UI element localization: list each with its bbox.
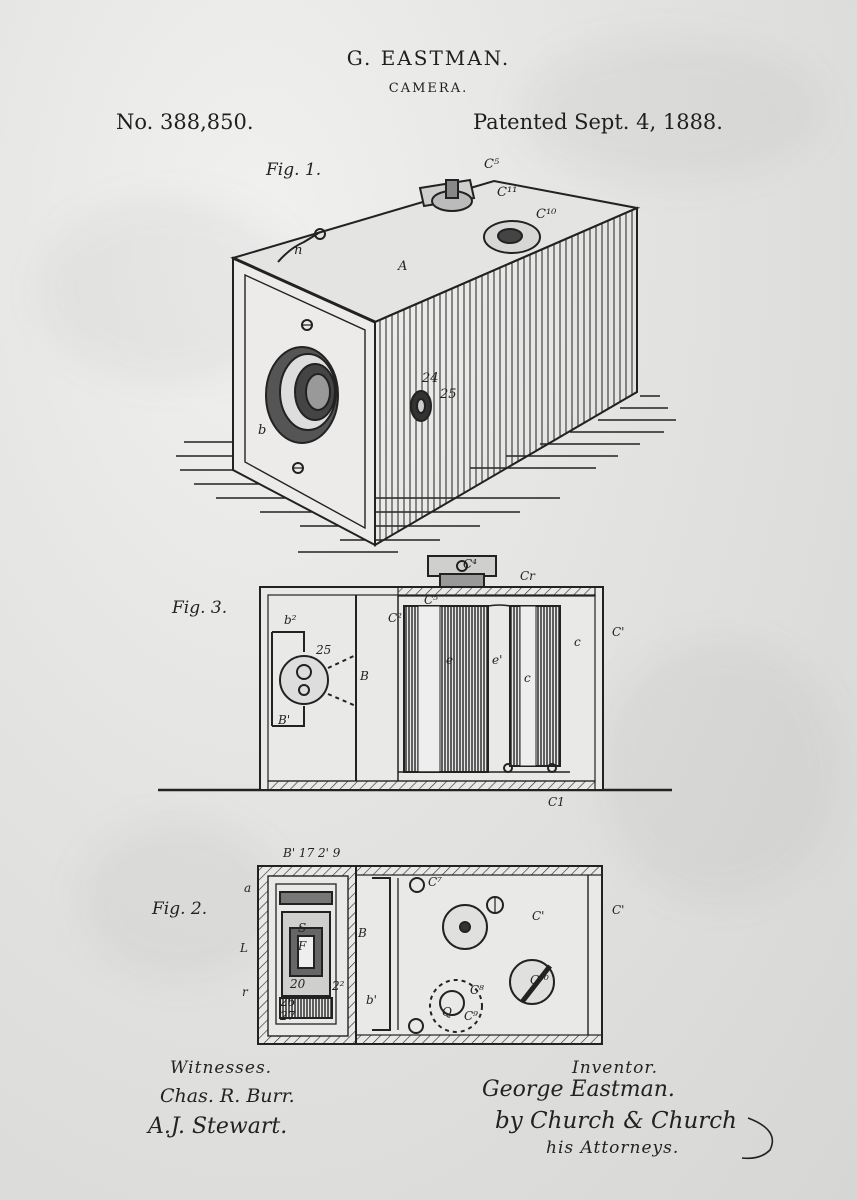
signature-flourish <box>741 1117 774 1160</box>
fig2-callout: b' <box>366 993 377 1007</box>
fig1-callout: C¹¹ <box>497 185 517 200</box>
fig2-callout: r <box>242 985 249 999</box>
fig1-callout: A <box>397 259 407 274</box>
fig3-callout: Cr <box>520 569 536 583</box>
fig2-callouts: B' 17 2' 9 a S L F B 20 r 2² 26 27 b' C⁷… <box>239 846 624 1023</box>
fig2-callout: 20 <box>289 977 306 991</box>
fig2-section-drawing <box>257 865 603 1045</box>
fig2-callout: B' 17 2' 9 <box>282 846 341 860</box>
fig2-callout: C⁸ <box>470 983 484 997</box>
paper-stain <box>520 40 820 180</box>
patent-date: Patented Sept. 4, 1888. <box>473 110 723 134</box>
attorneys-label: his Attorneys. <box>546 1138 680 1158</box>
fig3-callout: c <box>524 671 531 685</box>
fig2-callout: 27 <box>279 1009 296 1023</box>
fig3-callout: B' <box>277 713 290 727</box>
fig3-callout: 25 <box>315 643 331 657</box>
fig1-callouts: C⁵ C¹¹ C¹⁰ n A b 24 25 <box>258 157 557 438</box>
fig1-callout: 25 <box>439 387 457 402</box>
fig2-callout: S <box>298 921 306 935</box>
invention-title: CAMERA. <box>388 81 469 96</box>
witness-signature-1: Chas. R. Burr. <box>160 1085 295 1107</box>
fig1-callout: b <box>258 423 266 438</box>
inventor-name: G. EASTMAN. <box>346 46 511 70</box>
fig3-callout: C² <box>388 611 402 625</box>
patent-number: No. 388,850. <box>116 110 254 134</box>
paper-stain <box>80 820 280 980</box>
paper-stain <box>600 640 840 900</box>
fig3-callout: C1 <box>548 795 565 809</box>
inventor-signature: George Eastman. <box>482 1077 675 1102</box>
fig3-callout: b² <box>284 613 297 627</box>
fig2-callout: B <box>357 926 367 940</box>
fig1-callout: C⁵ <box>484 157 500 172</box>
fig1-callout: 24 <box>421 371 439 386</box>
fig1-callout: C¹⁰ <box>536 207 557 222</box>
fig3-callout: e' <box>492 653 502 667</box>
fig2-callout: C⁷ <box>428 875 442 889</box>
fig2-callout: C' <box>532 909 544 923</box>
fig3-callout: C⁵ <box>424 593 438 607</box>
fig3-callout: e <box>446 653 453 667</box>
fig3-callouts: C⁴ Cr C⁵ C² b² 25 B B' e e' c c C' C1 <box>277 557 624 809</box>
fig2-callout: C¹⁰ <box>530 973 549 987</box>
fig3-callout: C⁴ <box>463 557 477 571</box>
fig1-callout: n <box>294 243 302 258</box>
attorney-signature: by Church & Church <box>495 1108 737 1134</box>
fig2-callout: C⁹ <box>464 1009 478 1023</box>
fig3-section-drawing <box>158 555 672 792</box>
fig2-callout: Q <box>442 1005 452 1019</box>
fig3-label: Fig. 3. <box>172 598 228 618</box>
fig2-callout: C' <box>612 903 624 917</box>
fig2-callout: 26 <box>279 995 296 1009</box>
witnesses-label: Witnesses. <box>170 1058 273 1078</box>
inventor-label: Inventor. <box>572 1058 659 1078</box>
fig2-callout: L <box>239 941 248 955</box>
fig1-label: Fig. 1. <box>266 160 322 180</box>
fig2-callout: F <box>297 939 307 953</box>
fig2-callout: 2² <box>331 979 345 993</box>
fig2-callout: a <box>244 881 251 895</box>
fig2-label: Fig. 2. <box>152 899 208 919</box>
fig1-camera-drawing <box>176 178 676 553</box>
fig3-callout: c <box>574 635 581 649</box>
fig3-callout: C' <box>612 625 624 639</box>
witness-signature-2: A.J. Stewart. <box>148 1114 288 1139</box>
fig3-callout: B <box>359 669 369 683</box>
